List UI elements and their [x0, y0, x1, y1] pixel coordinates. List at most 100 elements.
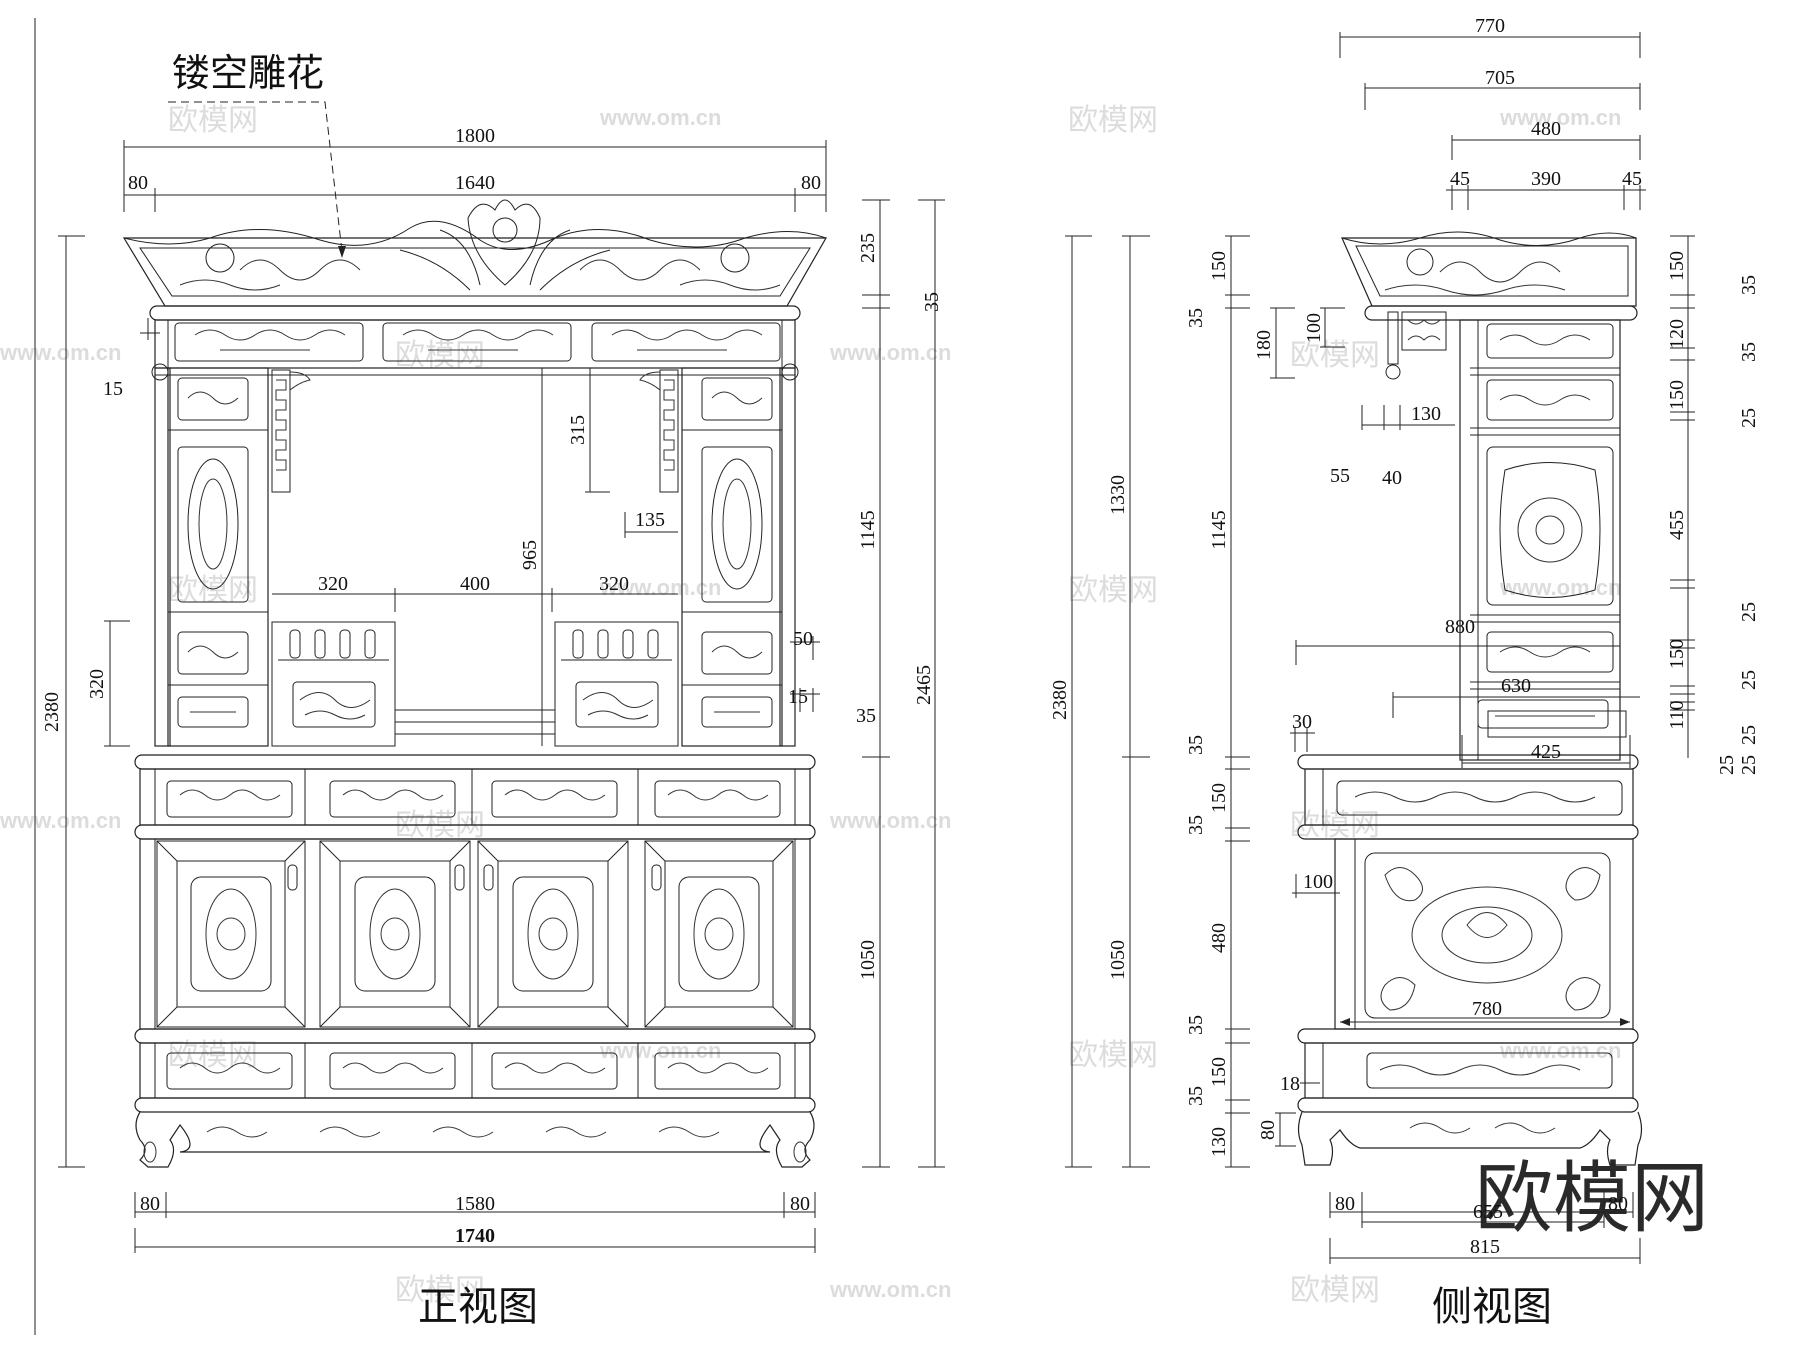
dim-25: 25	[1738, 602, 1760, 622]
cornice-rail	[149, 305, 801, 321]
base-skirt-legs	[135, 1111, 815, 1168]
dim-320: 320	[86, 669, 108, 699]
dim-150: 150	[1666, 380, 1688, 410]
dim-55: 55	[1330, 465, 1350, 487]
left-pillar	[151, 363, 269, 747]
side-upper-body	[1459, 319, 1621, 761]
dim-480: 480	[1208, 923, 1230, 953]
dim-130: 130	[1208, 1127, 1230, 1157]
dim-180: 180	[1253, 330, 1275, 360]
side-legs	[1297, 1111, 1643, 1166]
dim-50: 50	[793, 628, 813, 650]
dim-1580: 1580	[455, 1193, 495, 1215]
watermark-url: www.om.cn	[829, 808, 951, 833]
dim-35: 35	[1185, 1015, 1207, 1035]
dim-150: 150	[1666, 251, 1688, 281]
watermark-url: www.om.cn	[599, 105, 721, 130]
dim-1740: 1740	[455, 1225, 495, 1247]
dim-965: 965	[519, 540, 541, 570]
watermark-logo-large: 欧模网	[1475, 1154, 1709, 1244]
dim-35: 35	[1738, 342, 1760, 362]
dim-35: 35	[1185, 308, 1207, 328]
base-rail	[134, 1097, 816, 1113]
dim-1050: 1050	[1107, 940, 1129, 980]
door	[644, 840, 794, 1028]
dim-1050: 1050	[857, 940, 879, 980]
dim-315: 315	[567, 415, 589, 445]
watermark-brand: 欧模网	[1068, 103, 1158, 138]
watermark-brand: 欧模网	[1068, 1038, 1158, 1073]
dim-80: 80	[1257, 1120, 1279, 1140]
dim-110: 110	[1666, 700, 1688, 729]
dim-25: 25	[1738, 670, 1760, 690]
dim-320-left: 320	[318, 573, 348, 595]
dim-35: 35	[1185, 1086, 1207, 1106]
side-dimensions: 770 705 480 45 390 45 2380 1330 1050	[1049, 15, 1760, 1264]
side-view-title: 侧视图	[1432, 1284, 1552, 1330]
dim-80: 80	[128, 172, 148, 194]
dim-25: 25	[1716, 755, 1738, 775]
dim-2465: 2465	[913, 665, 935, 705]
callout-label: 镂空雕花	[172, 51, 324, 95]
watermark-url: www.om.cn	[599, 575, 721, 600]
watermark-brand: 欧模网	[168, 573, 258, 608]
crest-openwork-carving	[122, 199, 828, 307]
cabinet-doors	[139, 838, 811, 1030]
callout-openwork: 镂空雕花	[168, 51, 346, 258]
side-view	[1297, 231, 1643, 1166]
dim-390: 390	[1531, 168, 1561, 190]
dim-2380: 2380	[41, 692, 63, 732]
dim-80: 80	[801, 172, 821, 194]
dim-235: 235	[857, 233, 879, 263]
dim-770: 770	[1475, 15, 1505, 37]
dim-780: 780	[1472, 998, 1502, 1020]
dim-80: 80	[1335, 1193, 1355, 1215]
dim-100: 100	[1303, 871, 1333, 893]
dim-35: 35	[1185, 815, 1207, 835]
watermark-brand: 欧模网	[168, 103, 258, 138]
dim-25: 25	[1738, 725, 1760, 745]
watermark-url: www.om.cn	[0, 340, 121, 365]
dim-80: 80	[790, 1193, 810, 1215]
dim-400: 400	[460, 573, 490, 595]
watermarks: 欧模网 www.om.cn 欧模网 www.om.cn 欧模网 www.om.c…	[0, 103, 1709, 1308]
dim-130: 130	[1411, 403, 1441, 425]
dim-2380: 2380	[1049, 680, 1071, 720]
door	[319, 840, 471, 1028]
dim-15: 15	[788, 686, 808, 708]
front-view-title: 正视图	[418, 1284, 538, 1330]
dim-45: 45	[1450, 168, 1470, 190]
dim-1145: 1145	[857, 510, 879, 549]
watermark-brand: 欧模网	[1068, 573, 1158, 608]
dim-100: 100	[1303, 313, 1325, 343]
dim-455: 455	[1666, 510, 1688, 540]
dim-120: 120	[1666, 319, 1688, 349]
door	[156, 840, 306, 1028]
right-pillar	[681, 363, 799, 747]
dim-150: 150	[1208, 1057, 1230, 1087]
watermark-brand: 欧模网	[395, 1273, 485, 1308]
watermark-url: www.om.cn	[829, 1277, 951, 1302]
central-niche	[271, 621, 679, 747]
watermark-url: www.om.cn	[1499, 105, 1621, 130]
dim-480: 480	[1531, 118, 1561, 140]
counter-top	[134, 754, 816, 770]
watermark-url: www.om.cn	[1499, 1038, 1621, 1063]
watermark-url: www.om.cn	[1499, 575, 1621, 600]
watermark-brand: 欧模网	[395, 338, 485, 373]
front-view	[122, 199, 828, 1168]
dim-815: 815	[1470, 1236, 1500, 1258]
dim-35: 35	[921, 292, 943, 312]
side-cornice	[1364, 305, 1638, 321]
dim-35: 35	[856, 705, 876, 727]
watermark-brand: 欧模网	[168, 1038, 258, 1073]
lower-drawer-row-top	[139, 768, 811, 826]
dim-150: 150	[1666, 639, 1688, 669]
dim-1800: 1800	[455, 125, 495, 147]
side-counter	[1297, 754, 1639, 770]
watermark-url: www.om.cn	[829, 340, 951, 365]
dim-880: 880	[1445, 616, 1475, 638]
dim-320-right: 320	[599, 573, 629, 595]
dim-1330: 1330	[1107, 475, 1129, 515]
front-dimensions: 1800 80 1640 80 2380 320 15 320 400 320 …	[41, 125, 945, 1253]
